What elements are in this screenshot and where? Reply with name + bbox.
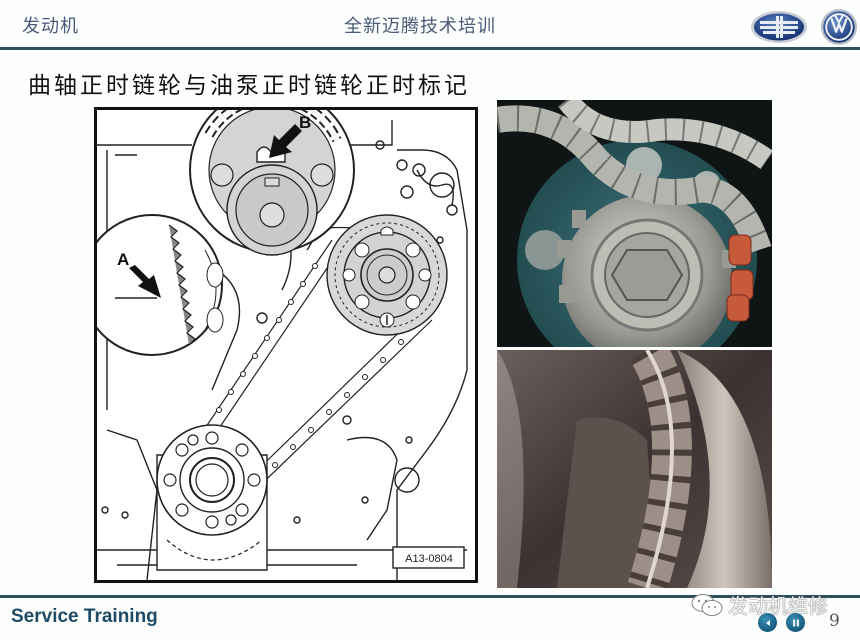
pause-button[interactable] [786,613,805,632]
footer-divider [0,595,860,598]
crankshaft-chain-closeup-photo [497,350,772,588]
watermark-text: 发动机维修 [728,594,828,618]
triangle-left-icon [765,619,770,626]
timing-diagram-drawing: B A A13-0804 [97,110,468,580]
header-section: 发动机 [22,16,79,37]
header-course-title: 全新迈腾技术培训 [344,16,496,37]
label-b: B [299,113,311,132]
wechat-icon [691,593,723,616]
pause-icon [792,619,799,626]
faw-logo-icon [751,11,807,43]
sprocket-chain-photo: DE [497,100,772,347]
header-divider [0,47,860,50]
page-number: 9 [829,611,840,631]
svg-text:DE: DE [597,153,608,162]
footer-brand: Service Training [11,606,158,627]
slide-title: 曲轴正时链轮与油泵正时链轮正时标记 [28,73,470,99]
label-a: A [117,250,129,269]
figure-code: A13-0804 [405,553,453,565]
timing-diagram: B A A13-0804 [94,107,478,583]
watermark: 发动机维修 [690,590,828,619]
vw-logo-icon [820,8,858,46]
previous-slide-button[interactable] [758,613,777,632]
